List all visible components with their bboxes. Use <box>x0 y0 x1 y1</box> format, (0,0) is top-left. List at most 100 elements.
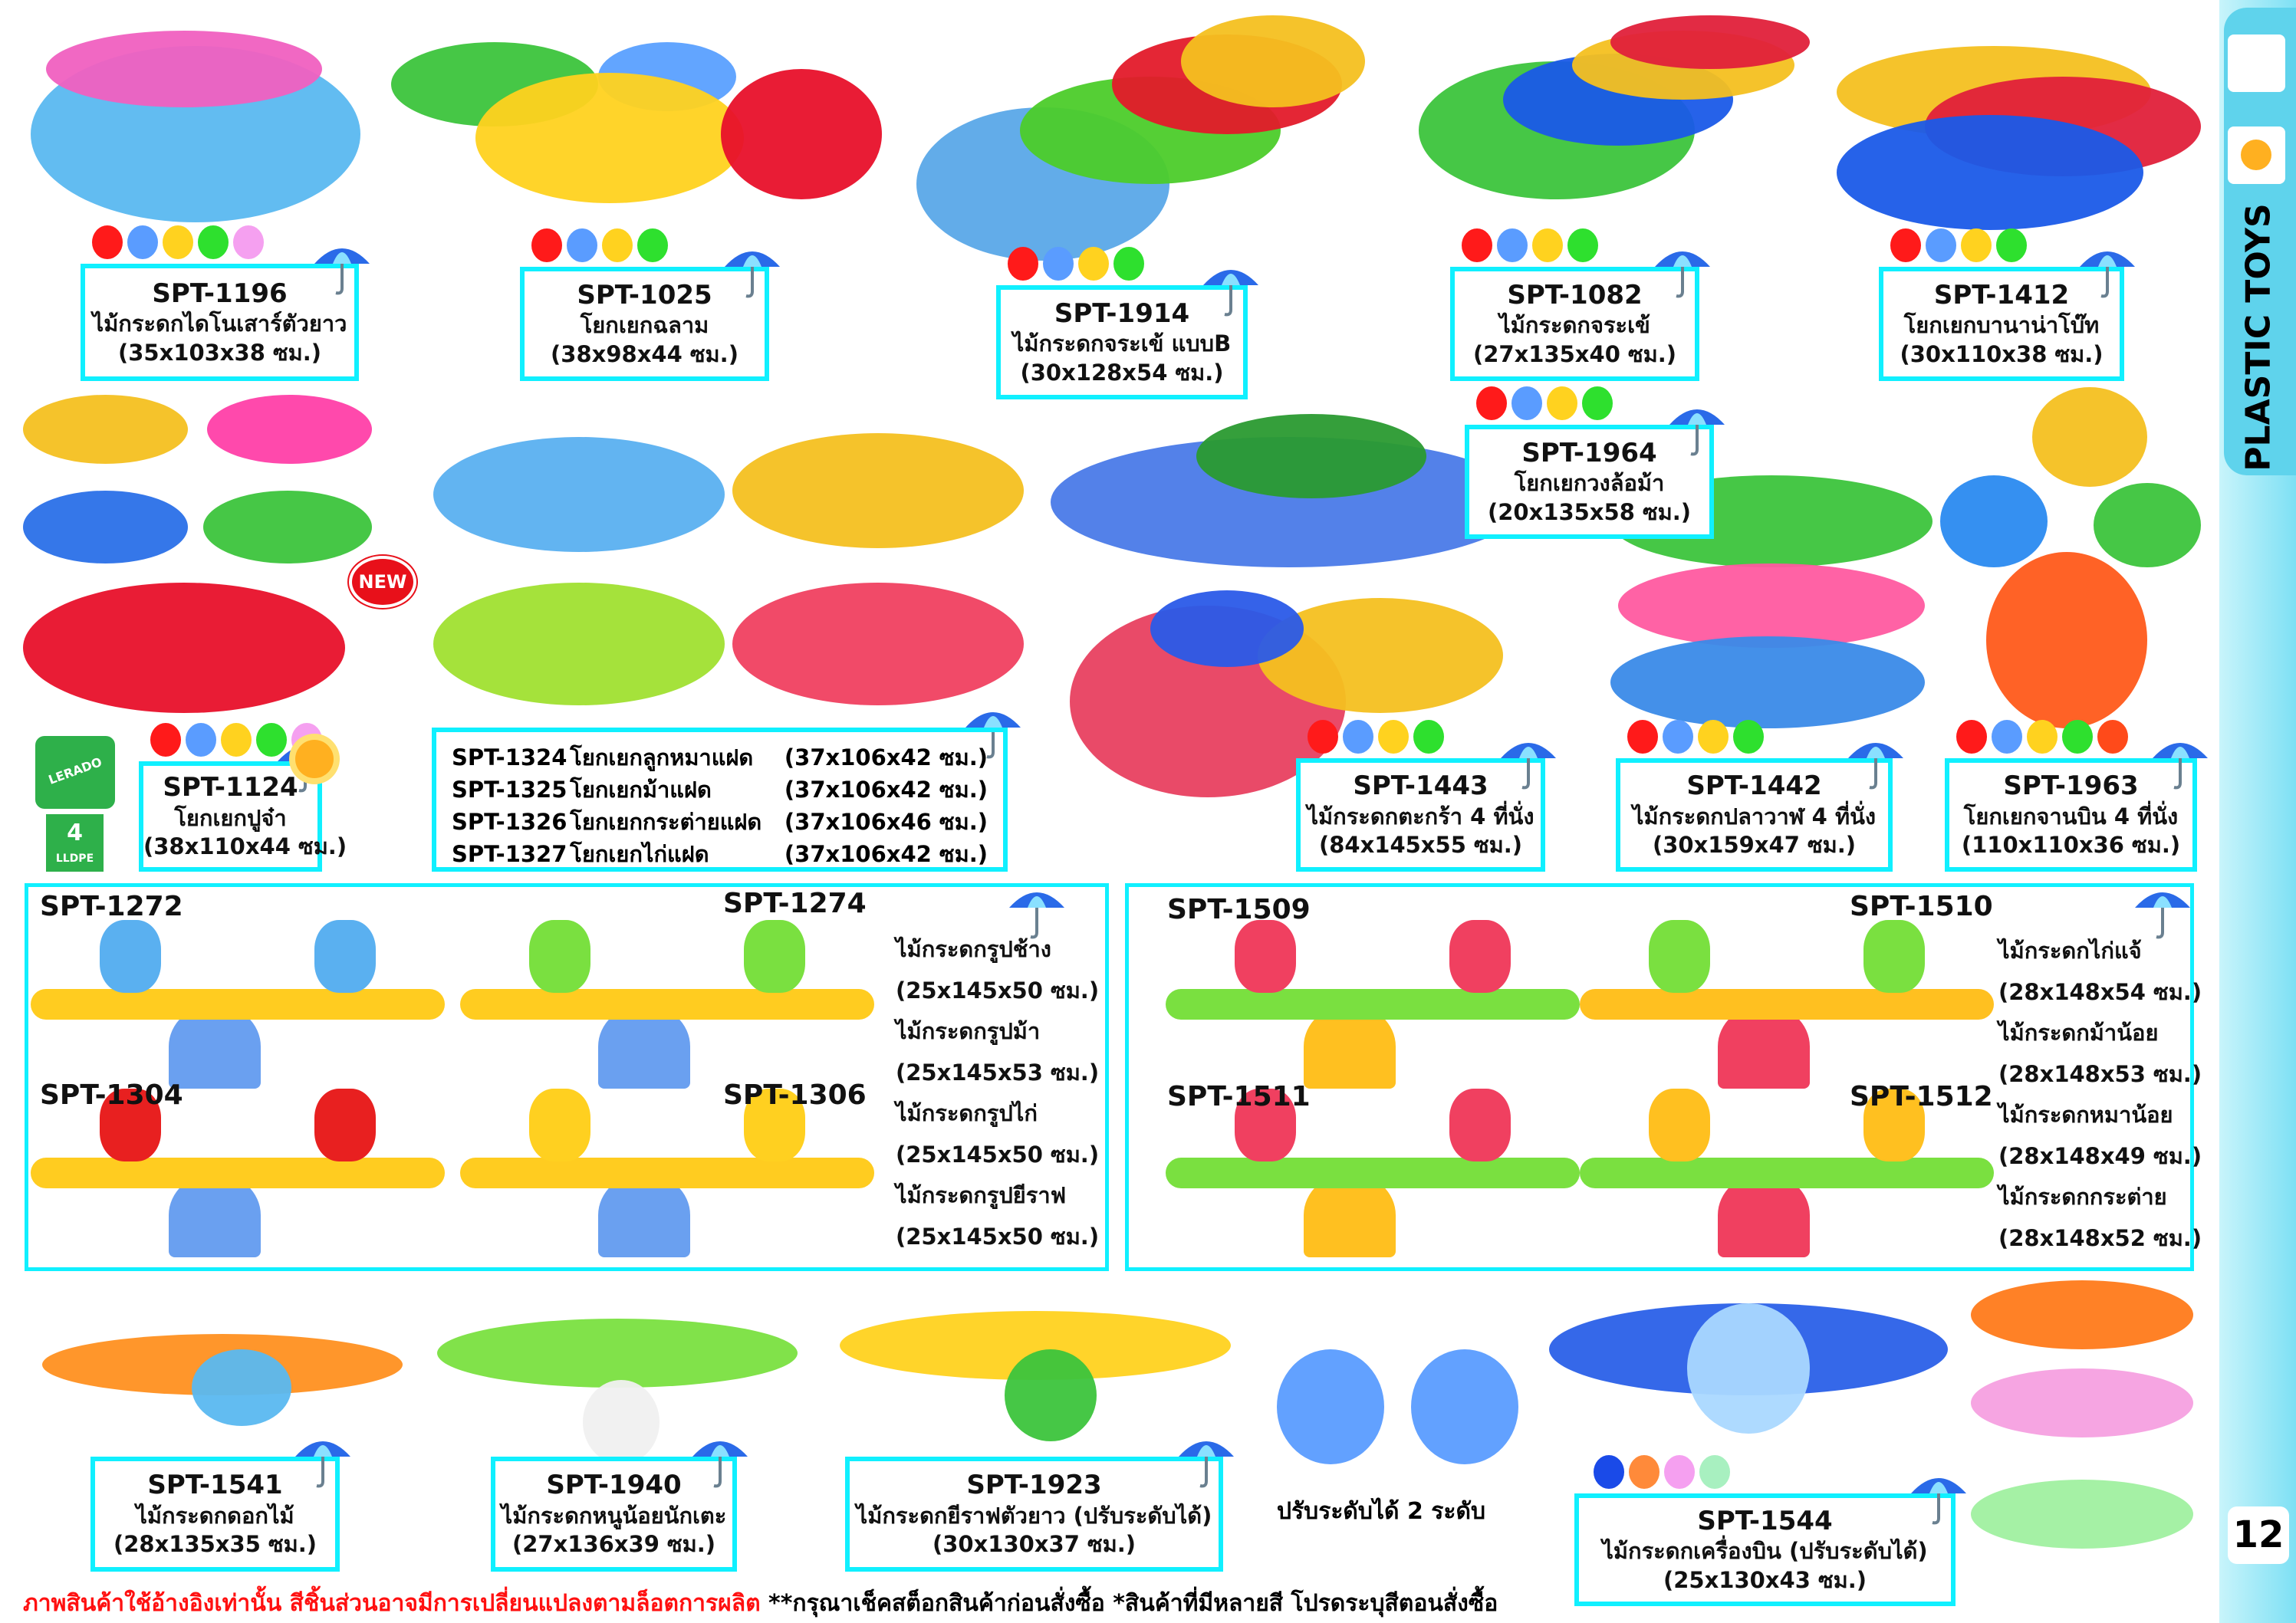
product-photo <box>1411 1349 1518 1464</box>
color-swatch <box>1343 720 1373 754</box>
product-name: ไม้กระดกหนูน้อยนักเตะ <box>501 1502 727 1529</box>
umbrella-icon <box>311 238 373 299</box>
product-size: (27x135x40 ซม.) <box>1472 340 1677 367</box>
product-name: ไม้กระดกเครื่องบิน (ปรับระดับได้) <box>1602 1538 1928 1565</box>
footer-warning: ภาพสินค้าใช้อ้างอิงเท่านั้น สีชิ้นส่วนอา… <box>23 1590 761 1617</box>
category-text: PLASTIC TOYS <box>2238 203 2278 471</box>
recycle-icon: 4 LLDPE <box>46 814 104 872</box>
color-options <box>1594 1455 1730 1489</box>
product-code: SPT-1923 <box>966 1470 1102 1501</box>
product-size: (38x98x44 ซม.) <box>551 340 738 367</box>
umbrella-icon <box>2228 34 2285 92</box>
color-options <box>531 228 668 262</box>
product-photo <box>2032 387 2147 487</box>
umbrella-icon <box>2132 882 2193 943</box>
product-code: SPT-1940 <box>546 1470 682 1501</box>
product-code: SPT-1964 <box>1521 437 1657 468</box>
product-photo <box>433 437 725 552</box>
item-size: (37x106x42 ซม.) <box>784 777 988 803</box>
seesaw-seat <box>314 920 376 993</box>
item-code: SPT-1325 <box>452 777 567 803</box>
desc-line: ไม้กระดกม้าน้อย <box>1998 1020 2159 1046</box>
product-size: (30x110x38 ซม.) <box>1900 340 2104 367</box>
product-code: SPT-1082 <box>1507 279 1643 310</box>
desc-line: (25x145x53 ซม.) <box>896 1059 1100 1086</box>
product-code: SPT-1196 <box>152 278 288 309</box>
new-badge: NEW <box>349 556 416 608</box>
color-swatch <box>1890 228 1921 262</box>
product-photo <box>583 1380 660 1464</box>
item-name: โยกเยกกระต่ายแฝด <box>570 809 762 835</box>
brand-logo-text: LERADO <box>46 754 104 787</box>
seesaw-section-right <box>1125 883 2194 1271</box>
item-code: SPT-1512 <box>1850 1081 1993 1112</box>
product-photo <box>475 73 744 203</box>
umbrella-icon <box>689 1431 751 1492</box>
desc-line: (25x145x50 ซม.) <box>896 1141 1100 1168</box>
product-photo <box>1150 590 1304 667</box>
desc-line: (25x145x50 ซม.) <box>896 977 1100 1004</box>
color-swatch <box>1582 386 1613 420</box>
color-swatch <box>637 228 668 262</box>
color-options <box>1890 228 2027 262</box>
color-swatch <box>1476 386 1507 420</box>
seesaw-bar <box>1580 989 1994 1020</box>
umbrella-icon <box>2077 241 2138 302</box>
item-code: SPT-1306 <box>723 1079 867 1111</box>
product-size: (28x135x35 ซม.) <box>113 1531 317 1558</box>
color-swatch <box>1926 228 1956 262</box>
product-size: (20x135x58 ซม.) <box>1487 498 1692 525</box>
seesaw-seat <box>1235 920 1296 993</box>
product-size: (30x130x37 ซม.) <box>932 1531 1136 1558</box>
item-code: SPT-1510 <box>1850 891 1993 922</box>
color-swatch <box>186 723 216 757</box>
seesaw-bar <box>460 1158 874 1188</box>
product-name: โยกเยกบานาน่าโบ๊ท <box>1903 312 2100 339</box>
umbrella-icon <box>1006 882 1067 943</box>
page-number: 12 <box>2228 1506 2289 1564</box>
seesaw-seat <box>1863 1089 1925 1161</box>
color-swatch <box>1961 228 1992 262</box>
color-swatch <box>233 225 264 259</box>
product-photo <box>1971 1280 2193 1349</box>
product-photo <box>23 491 188 563</box>
seesaw-seat <box>1449 1089 1511 1161</box>
umbrella-icon <box>1498 732 1559 793</box>
desc-line: ไม้กระดกรูปม้า <box>896 1018 1041 1044</box>
seesaw-bar <box>1580 1158 1994 1188</box>
desc-line: (25x145x50 ซม.) <box>896 1223 1100 1250</box>
product-photo <box>1277 1349 1384 1464</box>
product-name: ไม้กระดกจระเข้ <box>1499 312 1650 339</box>
color-swatch <box>531 228 562 262</box>
seesaw-seat <box>100 920 161 993</box>
product-size: (30x128x54 ซม.) <box>1020 359 1224 386</box>
item-code: SPT-1327 <box>452 841 567 867</box>
seesaw-seat <box>100 1089 161 1161</box>
color-swatch <box>1594 1455 1624 1489</box>
item-code: SPT-1326 <box>452 809 567 835</box>
product-name: โยกเยกวงล้อม้า <box>1514 470 1665 497</box>
product-size: (35x103x38 ซม.) <box>117 339 322 366</box>
color-options <box>92 225 264 259</box>
item-code: SPT-1272 <box>40 891 183 922</box>
umbrella-icon <box>292 1431 354 1492</box>
color-swatch <box>1308 720 1338 754</box>
color-options <box>1476 386 1613 420</box>
seesaw-seat <box>314 1089 376 1161</box>
seesaw-section-left <box>25 883 1109 1271</box>
product-photo <box>1940 475 2048 567</box>
product-photo <box>1610 15 1810 69</box>
item-name: โยกเยกไก่แฝด <box>570 841 709 867</box>
color-swatch <box>2027 720 2058 754</box>
color-swatch <box>1413 720 1444 754</box>
desc-line: (28x148x53 ซม.) <box>1998 1060 2202 1087</box>
desc-line: (28x148x54 ซม.) <box>1998 978 2202 1005</box>
